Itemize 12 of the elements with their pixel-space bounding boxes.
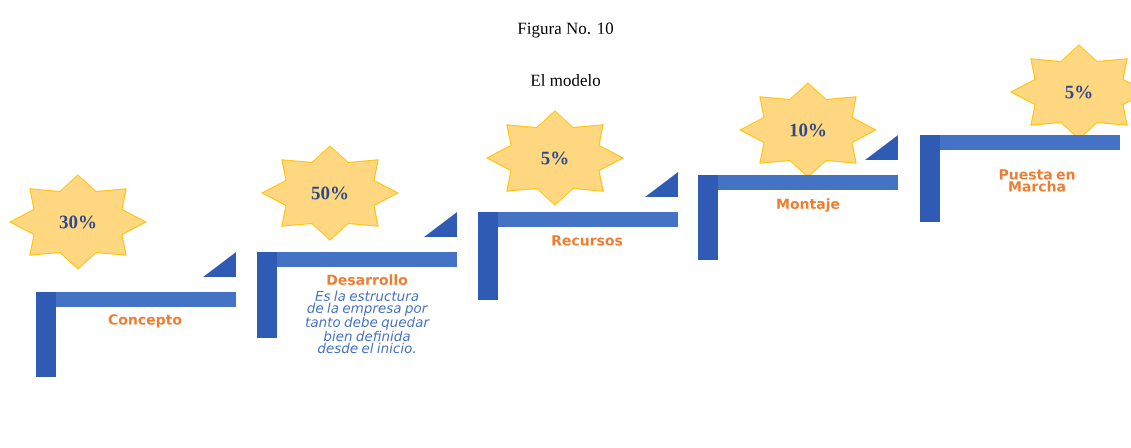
node-label: Puesta en Marcha — [999, 169, 1075, 192]
node-label: Desarrollo — [327, 274, 408, 286]
star-badge: 10% — [739, 82, 877, 178]
star-badge: 5% — [486, 110, 624, 206]
figure-title: Figura No. 10 — [517, 22, 613, 38]
subtitle: El modelo — [530, 74, 601, 86]
star-badge: 30% — [9, 174, 147, 270]
node-label: Recursos — [552, 235, 623, 246]
star-badge: 50% — [261, 145, 399, 241]
node-label: Es la estructura de la empresa por tanto debe quedar bien definida desde el inicio. — [305, 290, 430, 354]
node-label: Concepto — [108, 314, 182, 328]
node-label: Montaje — [777, 198, 840, 212]
